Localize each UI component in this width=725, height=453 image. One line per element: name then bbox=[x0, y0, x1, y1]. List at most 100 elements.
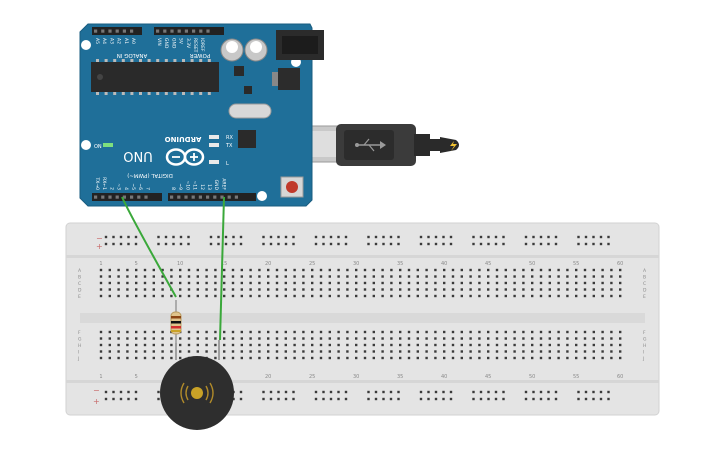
breadboard-hole[interactable] bbox=[381, 330, 384, 334]
breadboard-hole[interactable] bbox=[407, 356, 411, 360]
breadboard-hole[interactable] bbox=[522, 275, 525, 278]
breadboard-hole[interactable] bbox=[161, 343, 164, 347]
breadboard-hole[interactable] bbox=[249, 281, 252, 285]
breadboard-hole[interactable] bbox=[152, 281, 155, 285]
breadboard-hole[interactable] bbox=[284, 330, 287, 334]
breadboard-hole[interactable] bbox=[548, 288, 551, 291]
breadboard-hole[interactable] bbox=[363, 268, 367, 272]
breadboard-hole[interactable] bbox=[99, 275, 103, 278]
rail-hole[interactable] bbox=[494, 390, 498, 394]
breadboard-hole[interactable] bbox=[117, 294, 120, 298]
breadboard-hole[interactable] bbox=[548, 350, 551, 353]
breadboard-hole[interactable] bbox=[302, 268, 305, 272]
rail-hole[interactable] bbox=[337, 235, 340, 239]
breadboard-hole[interactable] bbox=[179, 350, 182, 353]
rail-hole[interactable] bbox=[427, 397, 430, 401]
breadboard-hole[interactable] bbox=[196, 288, 199, 291]
breadboard-hole[interactable] bbox=[249, 343, 252, 347]
header-pin[interactable] bbox=[144, 195, 148, 199]
breadboard-hole[interactable] bbox=[416, 343, 419, 347]
rail-hole[interactable] bbox=[449, 397, 453, 401]
breadboard-hole[interactable] bbox=[443, 281, 446, 285]
breadboard-hole[interactable] bbox=[487, 337, 490, 340]
rail-hole[interactable] bbox=[487, 242, 490, 246]
breadboard-hole[interactable] bbox=[522, 356, 525, 360]
breadboard-hole[interactable] bbox=[513, 343, 516, 347]
breadboard-hole[interactable] bbox=[487, 294, 490, 298]
rail-hole[interactable] bbox=[479, 235, 483, 239]
breadboard-hole[interactable] bbox=[504, 294, 507, 298]
breadboard-hole[interactable] bbox=[460, 330, 463, 334]
breadboard-hole[interactable] bbox=[337, 356, 340, 360]
breadboard-hole[interactable] bbox=[231, 343, 235, 347]
rail-hole[interactable] bbox=[539, 397, 543, 401]
rail-hole[interactable] bbox=[262, 390, 265, 394]
breadboard-hole[interactable] bbox=[557, 350, 560, 353]
breadboard-hole[interactable] bbox=[425, 294, 428, 298]
breadboard-hole[interactable] bbox=[126, 330, 129, 334]
breadboard-hole[interactable] bbox=[187, 330, 191, 334]
breadboard-hole[interactable] bbox=[531, 281, 534, 285]
rail-hole[interactable] bbox=[374, 390, 378, 394]
breadboard-hole[interactable] bbox=[443, 294, 446, 298]
rail-hole[interactable] bbox=[427, 242, 430, 246]
breadboard-hole[interactable] bbox=[187, 343, 191, 347]
breadboard-hole[interactable] bbox=[179, 281, 182, 285]
breadboard-hole[interactable] bbox=[337, 281, 340, 285]
breadboard-hole[interactable] bbox=[328, 356, 331, 360]
breadboard-hole[interactable] bbox=[363, 275, 367, 278]
breadboard-hole[interactable] bbox=[293, 337, 296, 340]
breadboard-hole[interactable] bbox=[143, 337, 147, 340]
breadboard-hole[interactable] bbox=[390, 294, 393, 298]
rail-hole[interactable] bbox=[547, 390, 550, 394]
wire-gnd-to-buzzer[interactable] bbox=[219, 196, 225, 341]
breadboard-hole[interactable] bbox=[390, 356, 393, 360]
breadboard-hole[interactable] bbox=[223, 343, 226, 347]
rail-hole[interactable] bbox=[487, 235, 490, 239]
rail-hole[interactable] bbox=[187, 235, 190, 239]
rail-hole[interactable] bbox=[479, 242, 483, 246]
breadboard-hole[interactable] bbox=[258, 294, 261, 298]
breadboard-hole[interactable] bbox=[610, 288, 613, 291]
breadboard-hole[interactable] bbox=[601, 350, 604, 353]
breadboard-hole[interactable] bbox=[311, 275, 314, 278]
breadboard-hole[interactable] bbox=[619, 350, 622, 353]
rail-hole[interactable] bbox=[442, 242, 445, 246]
breadboard-hole[interactable] bbox=[187, 281, 191, 285]
breadboard-hole[interactable] bbox=[275, 337, 279, 340]
breadboard-hole[interactable] bbox=[187, 337, 191, 340]
header-pin[interactable] bbox=[94, 29, 98, 33]
breadboard-hole[interactable] bbox=[355, 275, 358, 278]
breadboard-hole[interactable] bbox=[117, 288, 120, 291]
breadboard-hole[interactable] bbox=[381, 356, 384, 360]
breadboard-hole[interactable] bbox=[267, 343, 270, 347]
breadboard-hole[interactable] bbox=[135, 330, 138, 334]
header-pin[interactable] bbox=[184, 29, 188, 33]
breadboard-hole[interactable] bbox=[548, 356, 551, 360]
breadboard-hole[interactable] bbox=[240, 343, 243, 347]
breadboard-hole[interactable] bbox=[126, 356, 129, 360]
breadboard-hole[interactable] bbox=[548, 275, 551, 278]
breadboard-hole[interactable] bbox=[143, 288, 147, 291]
breadboard-hole[interactable] bbox=[187, 294, 191, 298]
rail-hole[interactable] bbox=[367, 242, 370, 246]
breadboard-hole[interactable] bbox=[170, 281, 173, 285]
rail-hole[interactable] bbox=[172, 242, 175, 246]
breadboard-hole[interactable] bbox=[187, 350, 191, 353]
breadboard-hole[interactable] bbox=[390, 288, 393, 291]
breadboard-hole[interactable] bbox=[337, 330, 340, 334]
rail-hole[interactable] bbox=[487, 397, 490, 401]
breadboard-hole[interactable] bbox=[478, 275, 481, 278]
rail-hole[interactable] bbox=[397, 242, 400, 246]
breadboard-hole[interactable] bbox=[434, 350, 437, 353]
rail-hole[interactable] bbox=[127, 390, 130, 394]
breadboard-hole[interactable] bbox=[425, 268, 428, 272]
breadboard-hole[interactable] bbox=[399, 356, 402, 360]
breadboard-hole[interactable] bbox=[319, 337, 323, 340]
rail-hole[interactable] bbox=[344, 390, 348, 394]
breadboard-hole[interactable] bbox=[143, 294, 147, 298]
header-pin[interactable] bbox=[108, 29, 112, 33]
breadboard-hole[interactable] bbox=[284, 294, 287, 298]
breadboard-hole[interactable] bbox=[372, 356, 375, 360]
